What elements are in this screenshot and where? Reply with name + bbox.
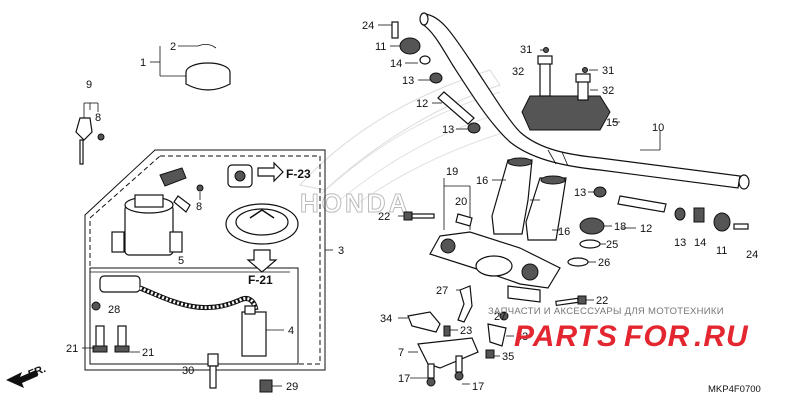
stay-7: [417, 337, 479, 387]
washer-26: [567, 257, 589, 267]
screw-21-b: [114, 325, 130, 353]
screw-35: [485, 349, 495, 359]
callout-1: 1: [140, 57, 146, 69]
callout-13d: 13: [674, 237, 686, 249]
callout-32b: 32: [602, 85, 614, 97]
front-label: FR.: [27, 363, 48, 381]
callout-20: 20: [455, 196, 467, 208]
callout-24b: 24: [746, 249, 758, 261]
harness-frame: [89, 267, 299, 365]
nut-27-b: [499, 311, 509, 321]
watermark-logo-b: FOR: [624, 320, 690, 353]
callout-14a: 14: [390, 58, 402, 70]
callout-35: 35: [502, 351, 514, 363]
top-bridge: [429, 231, 561, 303]
callout-16b: 16: [558, 226, 570, 238]
callout-23: 23: [460, 325, 472, 337]
callout-26: 26: [598, 257, 610, 269]
callout-33: 33: [516, 331, 528, 343]
callout-28: 28: [108, 304, 120, 316]
callout-21b: 21: [142, 347, 154, 359]
callout-14b: 14: [694, 237, 706, 249]
arrow-right: [257, 161, 284, 183]
bracket-20: [455, 213, 473, 227]
callout-7: 7: [398, 347, 404, 359]
ignition-switch: [111, 167, 191, 256]
callout-11b: 11: [716, 245, 727, 257]
ref-lower: F-21: [248, 273, 273, 287]
screw-21-a: [92, 325, 108, 353]
collar-18: [579, 217, 605, 235]
front-direction-arrow: [6, 370, 38, 388]
callout-27b: 27: [494, 311, 506, 323]
callout-24a: 24: [362, 20, 374, 32]
callout-32a: 32: [512, 66, 524, 78]
watermark-logo-c: .RU: [694, 320, 749, 353]
bar-end-left: [391, 21, 481, 134]
bolt-22-right: [555, 295, 587, 307]
callout-13a: 13: [402, 75, 414, 87]
callout-12b: 12: [640, 223, 652, 235]
brand-wordmark: HONDA: [300, 188, 410, 218]
bolt-22-left: [403, 211, 435, 221]
washer-25: [579, 239, 601, 249]
diagram-code: MKP4F0700: [708, 384, 761, 395]
callout-8a: 8: [95, 112, 101, 124]
callout-19: 19: [446, 166, 458, 178]
nut-8: [196, 184, 204, 192]
callout-21a: 21: [66, 343, 78, 355]
callout-22b: 22: [596, 295, 608, 307]
callout-10: 10: [652, 122, 664, 134]
callout-34: 34: [380, 313, 392, 325]
callout-18: 18: [614, 221, 626, 233]
callout-31b: 31: [602, 65, 614, 77]
callout-17b: 17: [472, 381, 484, 393]
arrow-down: [246, 249, 278, 273]
stay-27: [457, 285, 473, 323]
callout-5: 5: [178, 255, 184, 267]
watermark-logo: PARTS FOR .RU: [514, 320, 749, 353]
callout-4: 4: [288, 325, 294, 337]
lower-holder-right: [525, 175, 567, 241]
screw-28: [91, 301, 101, 311]
fuel-cap-ref: [225, 203, 299, 245]
callout-13b: 13: [442, 124, 454, 136]
upper-holder: [521, 47, 611, 131]
bracket-34: [407, 311, 441, 333]
callout-27a: 27: [436, 285, 448, 297]
bar-end-right: [593, 186, 749, 232]
lock-ref: [227, 164, 253, 188]
callout-15: 15: [606, 117, 618, 129]
callout-11a: 11: [375, 41, 386, 53]
watermark-logo-a: PARTS: [514, 320, 618, 353]
callout-12a: 12: [416, 98, 428, 110]
callout-8b: 8: [196, 201, 202, 213]
callout-31a: 31: [520, 44, 532, 56]
ref-upper: F-23: [286, 167, 311, 181]
lower-holder-left: [491, 157, 533, 235]
callout-2: 2: [170, 41, 176, 53]
bolt-30: [207, 353, 219, 389]
callout-29: 29: [286, 381, 298, 393]
callout-25: 25: [606, 239, 618, 251]
callout-9: 9: [86, 79, 92, 91]
callout-17a: 17: [398, 373, 410, 385]
grip-cover: [185, 44, 231, 91]
watermark-subtitle: ЗАПЧАСТИ И АКСЕССУАРЫ ДЛЯ МОТОТЕХНИКИ: [488, 306, 724, 317]
callout-30: 30: [182, 365, 194, 377]
nut-29: [259, 379, 273, 393]
wire-harness: [99, 275, 267, 357]
ignition-key: [75, 117, 105, 165]
bracket-33: [487, 323, 507, 347]
handlebar: [419, 12, 750, 190]
clip-23: [443, 325, 451, 337]
callout-22a: 22: [378, 211, 390, 223]
callout-13c: 13: [574, 187, 586, 199]
callout-16a: 16: [476, 175, 488, 187]
callout-3: 3: [338, 245, 344, 257]
